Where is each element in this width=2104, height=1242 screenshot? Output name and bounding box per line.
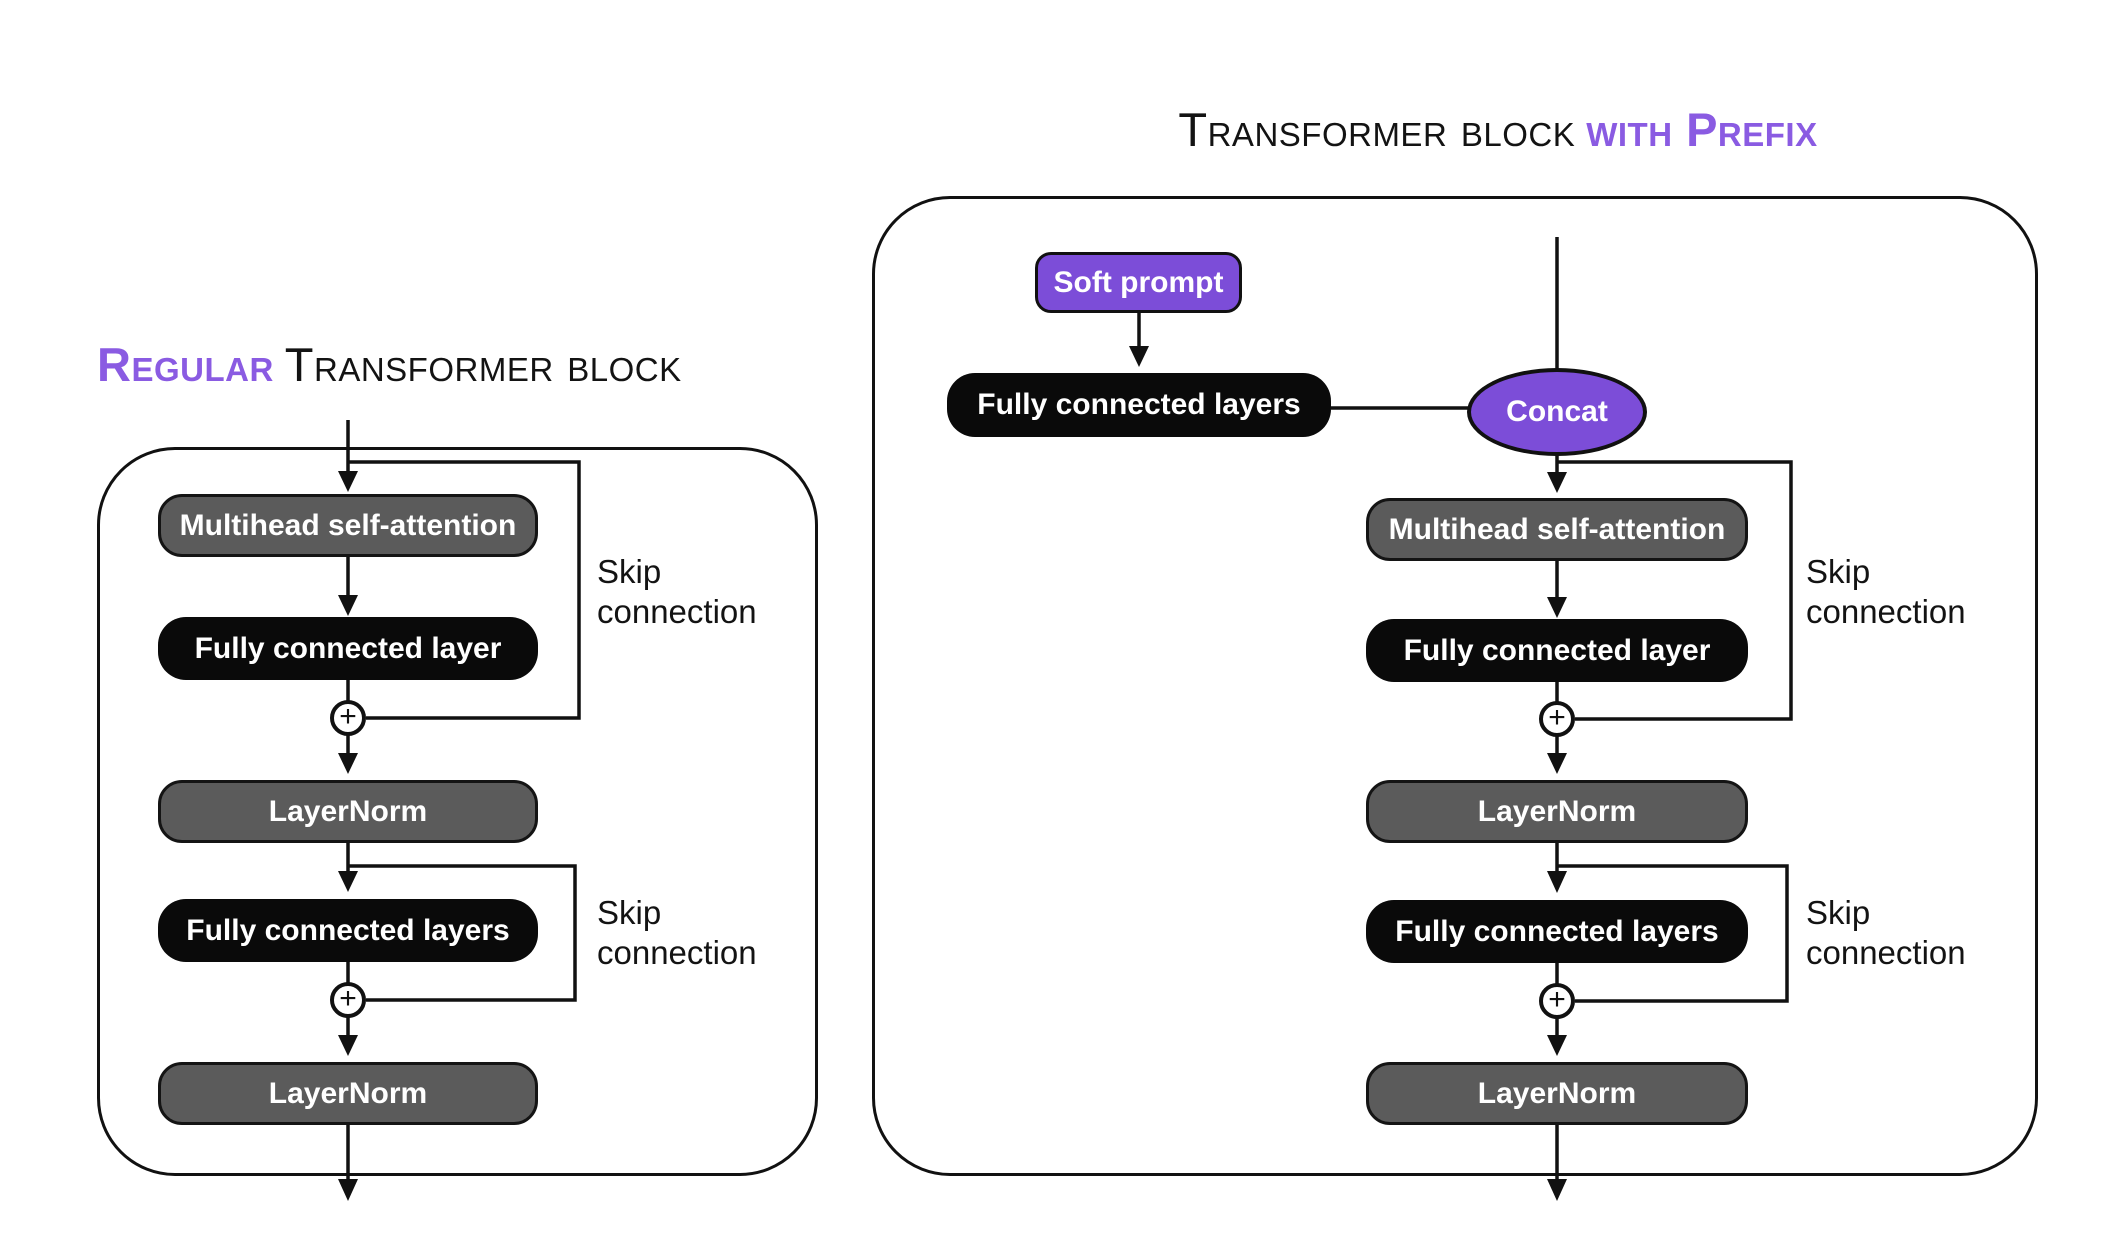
right-fully-connected-layers-node: Fully connected layers <box>1366 900 1748 963</box>
soft-prompt-node: Soft prompt <box>1035 252 1242 313</box>
soft-prompt-arrow <box>1129 313 1149 367</box>
right-arrow-layernorm-to-fclayers <box>1547 843 1567 893</box>
left-skip-connection-line-2 <box>348 864 577 1002</box>
right-layernorm-node-1: LayerNorm <box>1366 780 1748 843</box>
node-label: Multihead self-attention <box>1388 512 1726 546</box>
right-arrow-plus-to-layernorm2 <box>1547 1017 1567 1056</box>
right-fully-connected-layer-node: Fully connected layer <box>1366 619 1748 682</box>
left-fully-connected-layers-node: Fully connected layers <box>158 899 538 962</box>
left-arrow-plus-to-layernorm2 <box>338 1016 358 1056</box>
left-output-arrow <box>338 1125 358 1201</box>
right-skip-connection-line-2 <box>1557 864 1789 1003</box>
left-input-arrow <box>338 420 358 492</box>
right-skip-connection-label-1: Skip connection <box>1806 553 1966 631</box>
node-label: Fully connected layers <box>977 388 1301 421</box>
right-arrow-plus-to-layernorm <box>1547 735 1567 774</box>
right-title-accent: with Prefix <box>1586 103 1818 156</box>
plus-circle-icon: + <box>330 700 366 736</box>
right-multihead-attention-node: Multihead self-attention <box>1366 498 1748 561</box>
node-label: Concat <box>1506 395 1608 428</box>
right-skip-connection-line-1 <box>1557 460 1793 721</box>
left-fully-connected-layer-node: Fully connected layer <box>158 617 538 680</box>
left-skip-connection-label-2: Skip connection <box>597 894 757 972</box>
right-layernorm-node-2: LayerNorm <box>1366 1062 1748 1125</box>
left-multihead-attention-node: Multihead self-attention <box>158 494 538 557</box>
right-skip-connection-label-2: Skip connection <box>1806 894 1966 972</box>
left-title-rest: Transformer block <box>284 338 682 391</box>
concat-ellipse-node: Concat <box>1467 368 1647 456</box>
left-arrow-attention-to-fc <box>338 557 358 616</box>
left-skip-connection-line-1 <box>348 460 581 720</box>
node-label: Fully connected layer <box>194 631 502 665</box>
node-label: LayerNorm <box>268 1076 428 1110</box>
node-label: Soft prompt <box>1053 265 1224 299</box>
right-arrow-attention-to-fc <box>1547 561 1567 618</box>
prefix-block-container <box>872 196 2038 1176</box>
left-skip-connection-label-1: Skip connection <box>597 553 757 631</box>
plus-circle-icon: + <box>1539 983 1575 1019</box>
left-title-accent: Regular <box>97 338 274 391</box>
node-label: Fully connected layers <box>186 913 510 947</box>
right-output-arrow <box>1547 1125 1567 1201</box>
plus-circle-icon: + <box>1539 701 1575 737</box>
left-arrow-plus-to-layernorm <box>338 734 358 774</box>
node-label: LayerNorm <box>1477 1076 1637 1110</box>
right-title-rest: Transformer block <box>1178 103 1576 156</box>
node-label: LayerNorm <box>1477 794 1637 828</box>
prefix-fully-connected-layers-node: Fully connected layers <box>947 373 1331 437</box>
plus-circle-icon: + <box>330 982 366 1018</box>
left-arrow-layernorm-to-fclayers <box>338 843 358 892</box>
node-label: Fully connected layers <box>1395 914 1719 948</box>
left-layernorm-node-1: LayerNorm <box>158 780 538 843</box>
right-arrow-concat-to-attention <box>1547 452 1567 493</box>
node-label: Multihead self-attention <box>179 508 517 542</box>
left-layernorm-node-2: LayerNorm <box>158 1062 538 1125</box>
node-label: LayerNorm <box>268 794 428 828</box>
node-label: Fully connected layer <box>1403 633 1711 667</box>
